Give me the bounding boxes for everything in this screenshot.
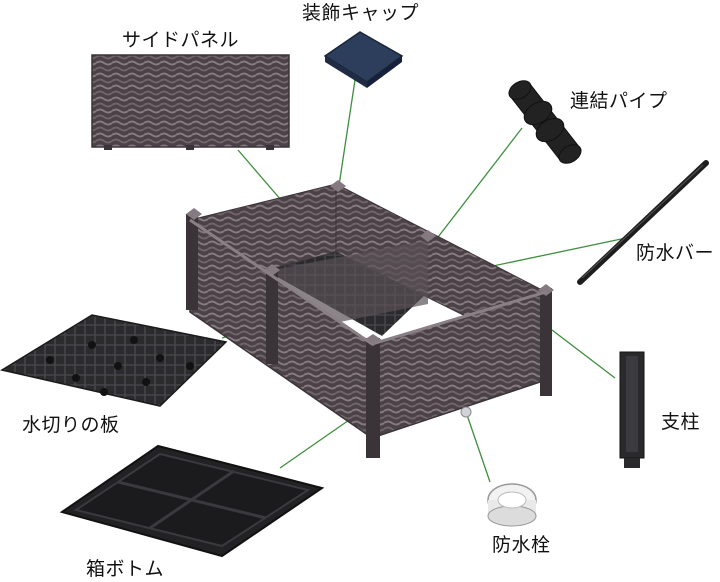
label-post: 支柱 <box>661 411 701 433</box>
leader-cap <box>337 79 356 193</box>
label-side-panel: サイドパネル <box>122 29 240 51</box>
post-illustration <box>619 351 645 468</box>
leader-post <box>551 329 616 379</box>
label-connecting-pipe: 連結パイプ <box>570 90 668 112</box>
pipe-illustration <box>508 80 582 164</box>
leader-bar <box>473 237 627 271</box>
leader-bottom <box>279 417 353 469</box>
plug-illustration <box>487 483 537 527</box>
box-bottom-illustration <box>59 444 325 558</box>
label-waterproof-bar: 防水バー <box>636 242 715 264</box>
label-box-bottom: 箱ボトム <box>86 558 165 580</box>
planter-box-illustration <box>186 180 554 458</box>
side-panel-illustration <box>91 54 290 150</box>
label-decorative-cap: 装飾キャップ <box>302 2 420 24</box>
bar-illustration <box>577 160 709 285</box>
drain-plate-illustration <box>0 314 228 407</box>
cap-illustration <box>323 31 404 88</box>
label-drain-plate: 水切りの板 <box>22 414 120 436</box>
label-waterproof-plug: 防水栓 <box>492 534 551 556</box>
leader-plug <box>465 411 491 483</box>
